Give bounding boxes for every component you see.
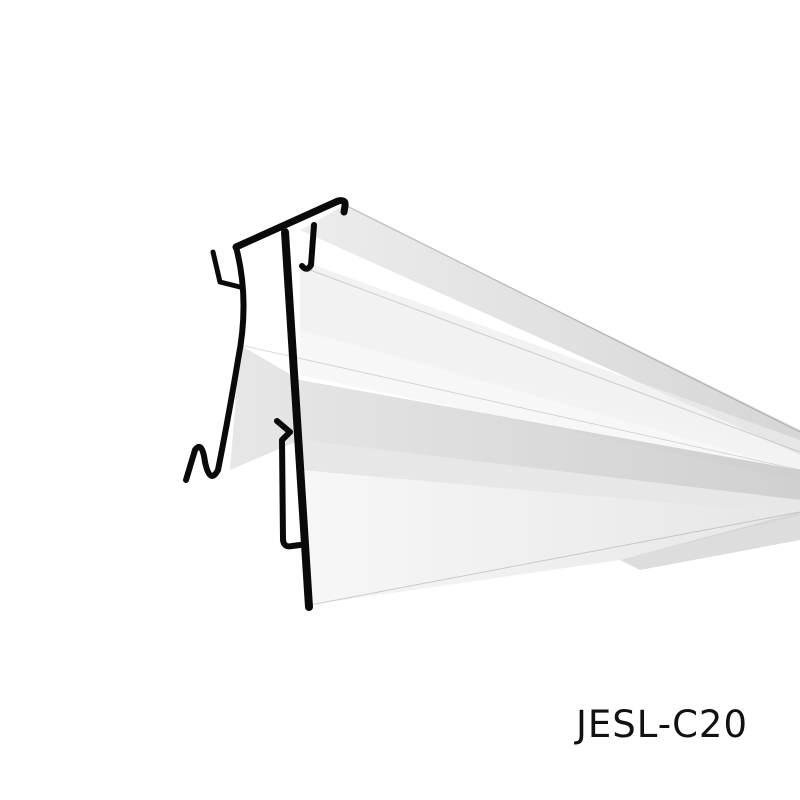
profile-outline [183,197,349,611]
product-code-label: JESL-C20 [575,703,748,746]
strip-body [230,204,800,606]
